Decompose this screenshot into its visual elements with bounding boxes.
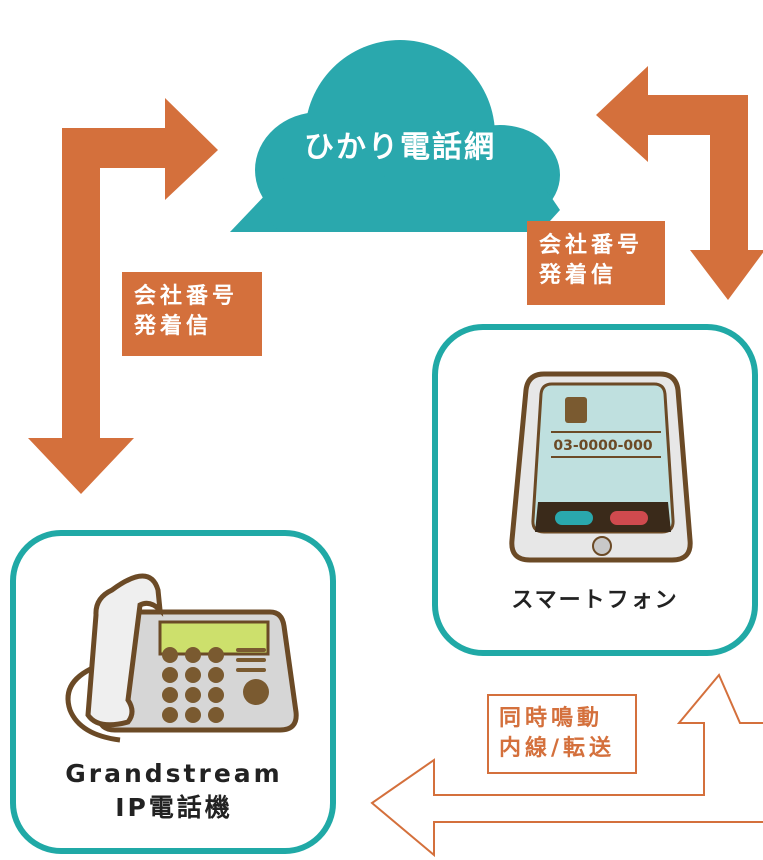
cloud	[230, 40, 560, 232]
ip-phone-caption-line2: IP電話機	[115, 792, 233, 822]
ip-phone-caption-line1: Grandstream	[65, 759, 283, 788]
smartphone-icon: 03-0000-000	[509, 371, 693, 563]
ip-phone-icon	[65, 573, 299, 743]
left-arrow	[28, 98, 218, 494]
smartphone-caption: スマートフォン	[511, 588, 679, 613]
right-arrow-label-line2: 発着信	[539, 262, 618, 288]
bottom-arrow-label: 同時鳴動 内線/転送	[487, 694, 637, 774]
left-arrow-label-line2: 発着信	[134, 313, 213, 339]
ip-phone-caption: Grandstream IP電話機	[30, 757, 318, 825]
right-arrow-label: 会社番号 発着信	[527, 221, 665, 305]
left-arrow-label: 会社番号 発着信	[122, 272, 262, 356]
left-arrow-label-line1: 会社番号	[134, 284, 239, 309]
right-arrow-label-line1: 会社番号	[539, 233, 644, 258]
bottom-double-arrow	[370, 673, 763, 858]
home-button-icon	[592, 536, 612, 556]
answer-call-icon	[555, 511, 593, 525]
reject-call-icon	[610, 511, 648, 525]
bottom-arrow-label-line2: 内線/転送	[499, 735, 616, 761]
cloud-label: ひかり電話網	[304, 130, 496, 165]
right-arrow	[596, 66, 763, 300]
smartphone-number: 03-0000-000	[553, 438, 653, 454]
bottom-arrow-label-line1: 同時鳴動	[499, 706, 604, 731]
